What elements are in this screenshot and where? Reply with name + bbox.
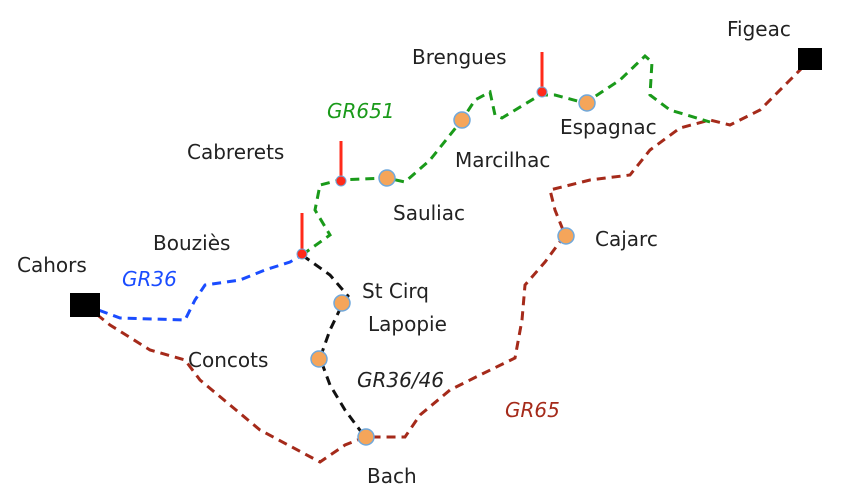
pins	[296, 52, 548, 260]
route-label-gr36-46: GR36/46	[357, 368, 444, 392]
label-brengues: Brengues	[412, 45, 507, 69]
stop-concots	[310, 350, 328, 368]
label-concots: Concots	[188, 348, 268, 372]
stop-espagnac	[578, 94, 596, 112]
route-label-gr36: GR36	[122, 267, 177, 291]
stop-cajarc	[557, 227, 575, 245]
route-gr651	[301, 53, 711, 257]
endpoint-figeac-marker	[798, 48, 822, 70]
endpoint-cahors-marker	[70, 293, 100, 317]
label-lapopie: Lapopie	[368, 312, 447, 336]
pin-cabrerets	[335, 175, 347, 187]
stop-marcilhac	[453, 111, 471, 129]
route-gr65	[84, 58, 812, 464]
pin-brengues	[536, 86, 548, 98]
label-cajarc: Cajarc	[595, 227, 658, 251]
route-gr36	[84, 253, 303, 322]
pin-bouzies	[296, 248, 308, 260]
label-sauliac: Sauliac	[393, 201, 465, 225]
stop-st-cirq	[333, 294, 351, 312]
label-cahors: Cahors	[17, 253, 87, 277]
label-espagnac: Espagnac	[560, 115, 657, 139]
label-marcilhac: Marcilhac	[455, 148, 550, 172]
stop-bach	[357, 428, 375, 446]
route-gr36-46	[301, 253, 367, 438]
label-figeac: Figeac	[727, 17, 791, 41]
label-st-cirq: St Cirq	[362, 279, 429, 303]
label-cabrerets: Cabrerets	[187, 140, 284, 164]
label-bouzies: Bouziès	[153, 231, 230, 255]
label-bach: Bach	[367, 464, 417, 488]
stop-sauliac	[378, 169, 396, 187]
route-label-gr65: GR65	[505, 398, 560, 422]
stops	[310, 94, 596, 446]
route-label-gr651: GR651	[327, 99, 395, 123]
